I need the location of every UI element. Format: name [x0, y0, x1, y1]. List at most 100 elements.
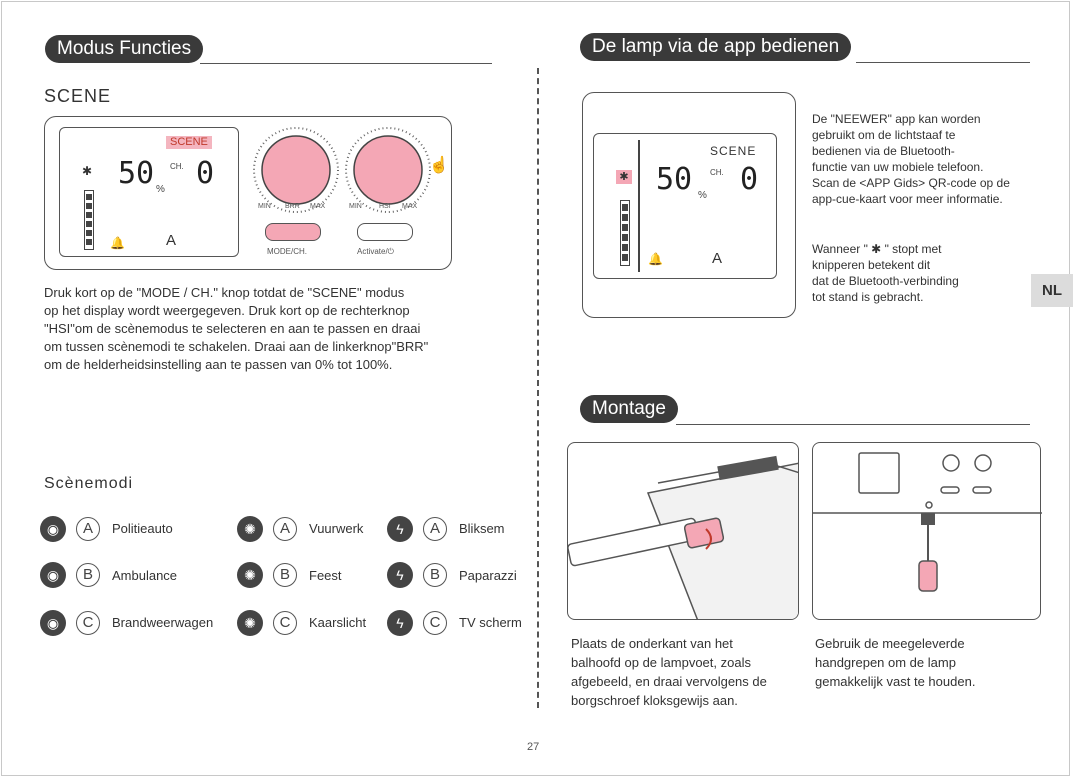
text-line: De "NEEWER" app kan worden: [812, 112, 981, 126]
siren-icon: ◉: [40, 562, 66, 588]
mode-letter-circle: C: [76, 611, 100, 635]
text-line: dat de Bluetooth-verbinding: [812, 274, 959, 288]
title-rule: [200, 63, 492, 64]
knob1-max-label: MAX: [310, 203, 326, 210]
caption-line: gemakkelijk vast te houden.: [815, 674, 976, 689]
mode-ch-button: [265, 223, 321, 241]
instruction-line: om tussen scènemodi te schakelen. Draai …: [44, 339, 429, 354]
mode-label: Brandweerwagen: [112, 615, 214, 630]
lcd-display: SCENE ✱ 50 % CH. 0 🔔 A: [59, 127, 239, 257]
mounting-illustration: [567, 442, 799, 620]
caption-line: Gebruik de meegeleverde: [815, 636, 965, 651]
battery-level-bar: [84, 190, 94, 250]
mode-label: Feest: [309, 568, 342, 583]
brightness-value: 50: [118, 156, 155, 191]
section-title-modus-functies: Modus Functies: [45, 35, 204, 63]
mode-label: TV scherm: [459, 615, 522, 630]
control-panel-illustration: SCENE ✱ 50 % CH. 0 🔔 A MIN BRR MAX MIN H…: [44, 116, 452, 270]
mounting-screw-image: [568, 455, 798, 619]
mode-letter: A: [712, 250, 723, 267]
knob2-min-label: MIN: [349, 203, 362, 210]
text-line: Scan de <APP Gids> QR-code op de: [812, 176, 1010, 190]
handle-caption: Gebruik de meegeleverde handgrepen om de…: [815, 634, 975, 691]
mounting-caption: Plaats de onderkant van het balhoofd op …: [571, 634, 767, 710]
caption-line: Plaats de onderkant van het: [571, 636, 733, 651]
bluetooth-icon: ✱: [616, 170, 632, 184]
text-line: functie van uw mobiele telefoon.: [812, 160, 984, 174]
ch-label: CH.: [710, 168, 724, 177]
text-line: Wanneer " ✱ " stopt met: [812, 242, 942, 256]
siren-icon: 🔔: [648, 252, 663, 266]
battery-level-bar: [620, 200, 630, 266]
scene-badge: SCENE: [166, 136, 212, 149]
mode-label: Vuurwerk: [309, 521, 364, 536]
firework-icon: ✺: [237, 562, 263, 588]
caption-line: afgebeeld, en draai vervolgens de: [571, 674, 767, 689]
mode-letter-circle: B: [273, 563, 297, 587]
lamp-handle-image: [813, 452, 1042, 592]
mode-letter-circle: A: [273, 517, 297, 541]
text-line: tot stand is gebracht.: [812, 290, 924, 304]
title-rule: [676, 424, 1030, 425]
text-line: knipperen betekent dit: [812, 258, 931, 272]
lightning-icon: ϟ: [387, 610, 413, 636]
mode-letter-circle: A: [423, 517, 447, 541]
activate-button: [357, 223, 413, 241]
scene-label: SCENE: [710, 144, 757, 158]
siren-icon: ◉: [40, 610, 66, 636]
instruction-line: Druk kort op de "MODE / CH." knop totdat…: [44, 285, 405, 300]
mode-ch-label: MODE/CH.: [267, 247, 307, 256]
scene-heading: SCENE: [44, 86, 112, 106]
mode-letter: A: [166, 232, 177, 249]
mode-letter-circle: C: [423, 611, 447, 635]
bluetooth-description: Wanneer " ✱ " stopt met knipperen beteke…: [812, 241, 959, 305]
brr-knob: [253, 127, 339, 213]
firework-icon: ✺: [237, 610, 263, 636]
mode-label: Ambulance: [112, 568, 178, 583]
channel-value: 0: [740, 162, 759, 197]
mode-label: Bliksem: [459, 521, 505, 536]
activate-label: Activate/⏻: [357, 247, 395, 256]
mode-letter-circle: C: [273, 611, 297, 635]
siren-icon: 🔔: [110, 236, 125, 250]
mode-letter-circle: A: [76, 517, 100, 541]
brightness-value: 50: [656, 162, 693, 197]
hand-press-icon: ☝: [429, 157, 449, 174]
channel-value: 0: [196, 156, 215, 191]
lcd-display: SCENE ✱ 50 % CH. 0 🔔 A: [593, 133, 777, 279]
title-rule: [856, 62, 1030, 63]
app-description: De "NEEWER" app kan worden gebruikt om d…: [812, 111, 1010, 207]
text-line: app-cue-kaart voor meer informatie.: [812, 192, 1003, 206]
column-divider: [537, 68, 539, 708]
knob1-brr-label: BRR: [285, 203, 300, 210]
bluetooth-icon: ✱: [82, 164, 93, 178]
section-title-app: De lamp via de app bedienen: [580, 33, 852, 61]
ch-label: CH.: [170, 162, 184, 171]
knob2-max-label: MAX: [402, 203, 418, 210]
mode-label: Politieauto: [112, 521, 173, 536]
lightning-icon: ϟ: [387, 516, 413, 542]
instruction-line: om de helderheidsinstelling aan te passe…: [44, 357, 393, 372]
instruction-line: op het display wordt weergegeven. Druk k…: [44, 303, 410, 318]
hsi-knob: [345, 127, 431, 213]
mode-letter-circle: B: [76, 563, 100, 587]
caption-line: borgschroef kloksgewijs aan.: [571, 693, 738, 708]
percent-sign: %: [156, 184, 165, 195]
app-display-illustration: SCENE ✱ 50 % CH. 0 🔔 A: [582, 92, 796, 318]
text-line: bedienen via de Bluetooth-: [812, 144, 955, 158]
caption-line: handgrepen om de lamp: [815, 655, 956, 670]
handle-illustration: [812, 442, 1042, 620]
text-line: gebruikt om de lichtstaaf te: [812, 128, 956, 142]
caption-line: balhoofd op de lampvoet, zoals: [571, 655, 751, 670]
knob1-min-label: MIN: [258, 203, 271, 210]
knob2-hsi-label: HSI: [379, 203, 391, 210]
language-tab: NL: [1031, 274, 1073, 307]
instruction-line: "HSI"om de scènemodus te selecteren en a…: [44, 321, 421, 336]
siren-icon: ◉: [40, 516, 66, 542]
lightning-icon: ϟ: [387, 562, 413, 588]
instructions-paragraph: Druk kort op de "MODE / CH." knop totdat…: [44, 284, 428, 374]
scene-modes-heading: Scènemodi: [44, 475, 134, 492]
mode-label: Paparazzi: [459, 568, 517, 583]
percent-sign: %: [698, 190, 707, 201]
